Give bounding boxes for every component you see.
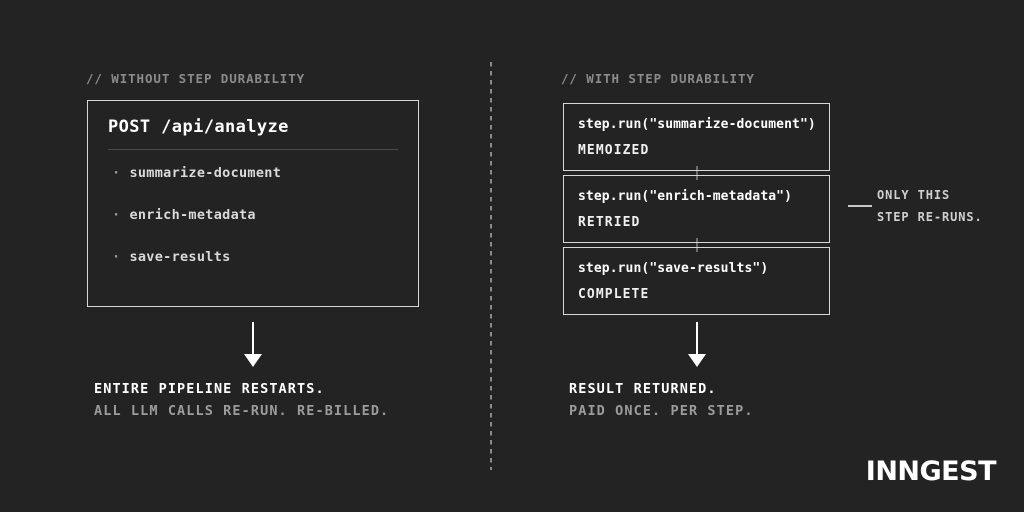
step-connector-1-2 bbox=[696, 166, 698, 180]
callout-line-1: ONLY THIS bbox=[877, 188, 951, 202]
title-divider-rule bbox=[108, 149, 398, 150]
left-outcome-arrow-stem bbox=[252, 322, 254, 355]
endpoint-title: POST /api/analyze bbox=[108, 117, 289, 137]
left-outcome-secondary: ALL LLM CALLS RE-RUN. RE-BILLED. bbox=[94, 403, 390, 419]
left-outcome-primary: ENTIRE PIPELINE RESTARTS. bbox=[94, 381, 325, 397]
step-status-badge: COMPLETE bbox=[578, 287, 650, 302]
monolith-step-item: · summarize-document bbox=[112, 165, 281, 181]
monolith-step-item: · save-results bbox=[112, 249, 231, 265]
bullet-icon: · bbox=[112, 207, 121, 223]
step-call-expression: step.run("summarize-document") bbox=[578, 117, 816, 132]
step-call-expression: step.run("save-results") bbox=[578, 261, 769, 276]
monolith-request-box: POST /api/analyze · summarize-document · e… bbox=[87, 100, 419, 307]
right-outcome-arrow-head bbox=[688, 354, 706, 367]
right-outcome-arrow-stem bbox=[696, 322, 698, 355]
monolith-step-label: summarize-document bbox=[129, 165, 282, 181]
monolith-step-label: save-results bbox=[129, 249, 231, 265]
vertical-dotted-divider bbox=[490, 62, 492, 470]
monolith-step-item: · enrich-metadata bbox=[112, 207, 256, 223]
step-card-summarize-document[interactable]: step.run("summarize-document") MEMOIZED bbox=[563, 103, 830, 171]
step-card-enrich-metadata[interactable]: step.run("enrich-metadata") RETRIED bbox=[563, 175, 830, 243]
right-outcome-primary: RESULT RETURNED. bbox=[569, 381, 717, 397]
step-status-badge: RETRIED bbox=[578, 215, 641, 230]
left-outcome-arrow-head bbox=[244, 354, 262, 367]
callout-leader-line bbox=[848, 205, 872, 207]
callout-line-2: STEP RE-RUNS. bbox=[877, 210, 983, 224]
step-card-save-results[interactable]: step.run("save-results") COMPLETE bbox=[563, 247, 830, 315]
step-call-expression: step.run("enrich-metadata") bbox=[578, 189, 793, 204]
inngest-logo: INNGEST bbox=[865, 456, 997, 487]
right-outcome-secondary: PAID ONCE. PER STEP. bbox=[569, 403, 754, 419]
monolith-step-label: enrich-metadata bbox=[129, 207, 256, 223]
section-comment-with-durability: // WITH STEP DURABILITY bbox=[561, 71, 755, 86]
step-connector-2-3 bbox=[696, 238, 698, 252]
step-status-badge: MEMOIZED bbox=[578, 143, 650, 158]
bullet-icon: · bbox=[112, 165, 121, 181]
section-comment-without-durability: // WITHOUT STEP DURABILITY bbox=[86, 71, 306, 86]
bullet-icon: · bbox=[112, 249, 121, 265]
